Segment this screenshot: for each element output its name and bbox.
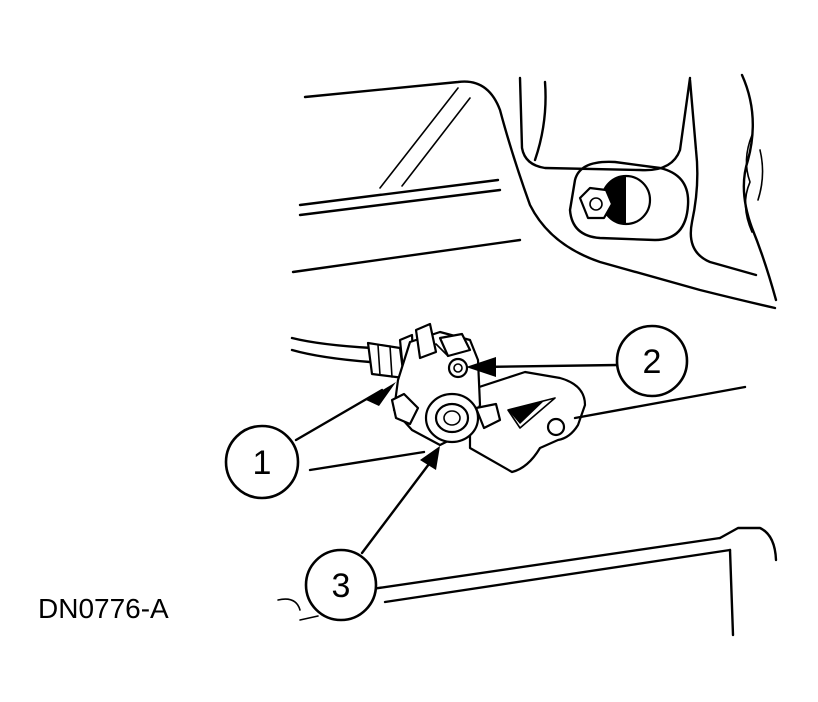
callout-3: 3 <box>304 548 378 622</box>
figure-id-label: DN0776-A <box>38 593 169 624</box>
pivot-bushing <box>424 392 480 444</box>
callout-2-number: 2 <box>643 343 662 381</box>
callout-leaders <box>294 357 620 555</box>
lower-panel <box>277 385 778 637</box>
callout-2: 2 <box>615 324 689 398</box>
callout-1-number: 1 <box>253 444 272 482</box>
callout-1: 1 <box>224 424 300 500</box>
switch-mechanism <box>390 322 587 474</box>
nut-icon <box>578 186 614 220</box>
callout-3-number: 3 <box>332 567 351 605</box>
upper-panel <box>291 73 778 310</box>
cable <box>290 333 416 382</box>
